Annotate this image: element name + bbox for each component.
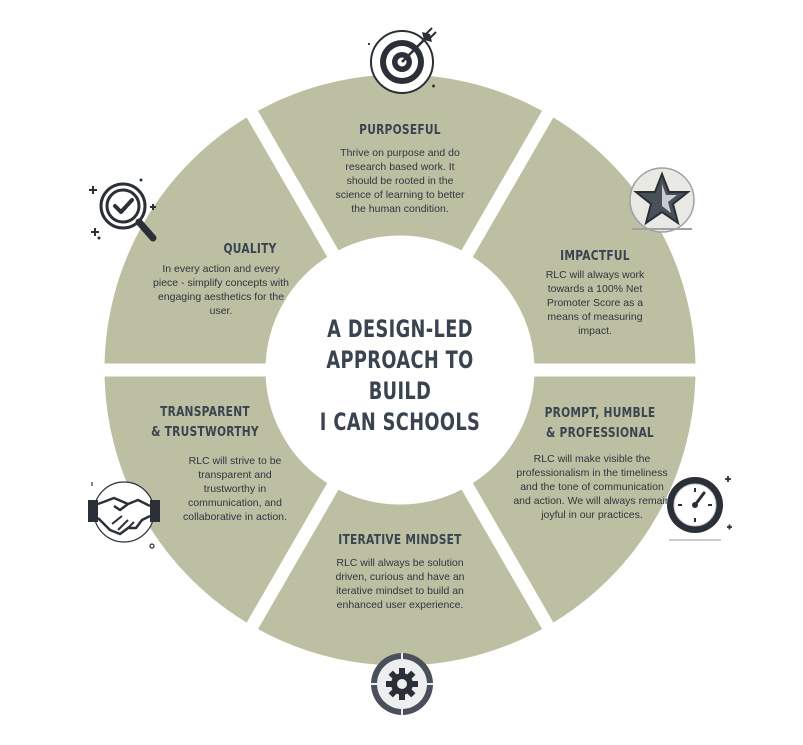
impactful-title: IMPACTFUL [560,249,630,264]
handshake-icon [88,481,160,549]
impactful-description: RLC will always work towards a 100% Net … [545,269,645,337]
star-icon [629,167,695,233]
transparent-title-line-2: & TRUSTWORTHY [151,425,259,440]
magnifier-check-icon [89,178,157,242]
quality-title: QUALITY [223,242,277,257]
center-title: A DESIGN-LED APPROACH TO BUILD I CAN SCH… [311,314,489,438]
prompt-humble-title-line-2: & PROFESSIONAL [546,426,654,441]
center-circle [272,242,528,498]
center-title-line-1: A DESIGN-LED [327,315,473,343]
prompt-humble-description: RLC will make visible the professionalis… [513,453,671,521]
iterative-mindset-description: RLC will always be solution driven, curi… [335,557,465,611]
target-icon [368,27,437,94]
purposeful-title: PURPOSEFUL [359,123,441,138]
transparent-title-line-1: TRANSPARENT [160,405,250,420]
gear-icon [371,653,433,715]
center-title-line-2: APPROACH TO BUILD [326,346,474,405]
gauge-icon [667,476,732,541]
iterative-mindset-title: ITERATIVE MINDSET [338,533,462,548]
purposeful-description: Thrive on purpose and do research based … [335,147,465,215]
center-title-line-3: I CAN SCHOOLS [319,408,481,436]
transparent-description: RLC will strive to be transparent and tr… [183,455,287,523]
quality-description: In every action and every piece - simpli… [153,263,289,317]
prompt-humble-title-line-1: PROMPT, HUMBLE [544,406,656,421]
